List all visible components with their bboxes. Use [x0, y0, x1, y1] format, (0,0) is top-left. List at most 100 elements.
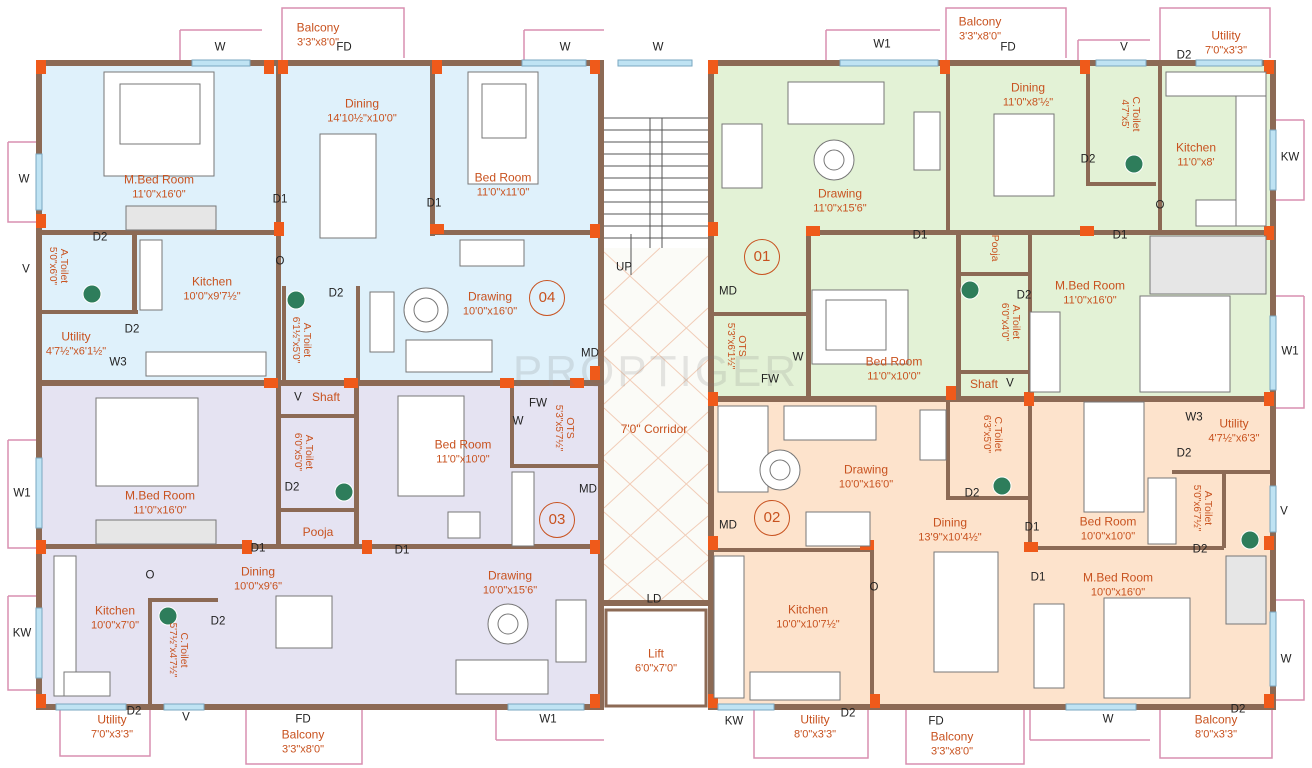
- room-name: Balcony: [930, 729, 974, 744]
- room-dim: 6'0"x5'0": [291, 432, 303, 472]
- room-dim: 10'0"x15'6": [482, 584, 538, 597]
- door-tag: D2: [126, 705, 142, 718]
- room-dim: 10'0"x16'0": [838, 478, 894, 491]
- window-tag: W1: [1281, 345, 1299, 358]
- kitchen-window-tag: KW: [1280, 151, 1300, 164]
- room-name: M.Bed Room: [1082, 570, 1154, 585]
- main-door-tag: MD: [719, 285, 737, 298]
- room-dim: 10'0"x9'7½": [183, 290, 241, 303]
- room-name: A.Toilet: [57, 248, 70, 284]
- unit-01-badge: 01: [744, 239, 780, 275]
- room-label-u01-pooja: Pooja: [989, 234, 1002, 262]
- room-name: Utility: [1211, 28, 1241, 43]
- window-tag: W: [559, 41, 571, 54]
- room-dim: 11'0"x15'6": [813, 202, 867, 215]
- room-name: C.Toilet: [1129, 96, 1142, 132]
- room-dim: 10'0"x10'0": [1080, 530, 1136, 543]
- ventilator-tag: V: [182, 711, 190, 724]
- room-dim: 11'0"x8'½": [1002, 96, 1054, 109]
- door-tag: D2: [1192, 543, 1208, 556]
- door-tag: D2: [124, 323, 140, 336]
- room-label-u03-shaft: Shaft: [311, 390, 341, 405]
- room-name: OTS: [563, 417, 576, 439]
- room-name: Lift: [647, 646, 665, 661]
- room-dim: 5'3"x5'7½": [552, 404, 564, 452]
- unit-02-badge: 02: [754, 500, 790, 536]
- stair-up-tag: UP: [616, 261, 632, 274]
- room-name: Balcony: [296, 20, 340, 35]
- door-tag: D2: [1230, 703, 1246, 716]
- room-name: Kitchen: [1175, 140, 1217, 155]
- kitchen-window-tag: KW: [12, 627, 32, 640]
- window-tag: W: [512, 415, 524, 428]
- room-name: Utility: [61, 329, 91, 344]
- french-door-tag: FD: [1000, 41, 1016, 54]
- window-tag: W: [652, 41, 664, 54]
- room-dim: 10'0"x10'7½": [776, 618, 840, 631]
- room-dim: 14'10½"x10'0": [327, 112, 397, 125]
- french-door-tag: FD: [928, 715, 944, 728]
- room-name: Dining: [344, 96, 380, 111]
- watermark: PROPTIGER: [512, 347, 800, 396]
- room-dim: 11'0"x16'0": [1063, 294, 1117, 307]
- corridor-label: 7'0" Corridor: [620, 422, 688, 437]
- door-tag: D2: [328, 287, 344, 300]
- door-tag: D2: [284, 481, 300, 494]
- door-tag: D2: [1176, 447, 1192, 460]
- door-tag: D2: [840, 707, 856, 720]
- door-tag: D1: [1030, 571, 1046, 584]
- door-tag: D1: [250, 542, 266, 555]
- opening-tag: O: [1155, 199, 1165, 212]
- corridor-hatch: [603, 247, 709, 605]
- window-tag: W3: [109, 356, 127, 369]
- room-dim: 8'0"x3'3": [794, 728, 836, 741]
- door-tag: D2: [964, 487, 980, 500]
- room-name: Kitchen: [191, 274, 233, 289]
- room-dim: 3'3"x8'0": [297, 36, 339, 49]
- main-door-tag: MD: [579, 483, 597, 496]
- window-tag: W: [792, 351, 804, 364]
- room-name: Drawing: [843, 462, 888, 477]
- room-dim: 4'7½"x6'3": [1208, 432, 1260, 445]
- room-dim: 8'0"x3'3": [1195, 728, 1237, 741]
- room-name: Drawing: [817, 186, 862, 201]
- room-dim: 3'3"x8'0": [282, 743, 324, 756]
- room-dim: 7'0"x3'3": [91, 728, 133, 741]
- room-dim: 11'0"x16'0": [132, 188, 186, 201]
- room-name: Bed Room: [865, 354, 923, 369]
- room-dim: 11'0"x10'0": [436, 453, 490, 466]
- door-tag: D2: [1176, 49, 1192, 62]
- furniture: [53, 71, 1267, 701]
- room-dim: 10'0"x9'6": [233, 580, 283, 593]
- door-tag: D1: [272, 193, 288, 206]
- opening-tag: O: [145, 569, 155, 582]
- window-tag: W: [214, 41, 226, 54]
- window-tag: W1: [539, 713, 557, 726]
- window-tag: W3: [1185, 411, 1203, 424]
- french-door-tag: FD: [336, 41, 352, 54]
- unit-03-badge: 03: [539, 502, 575, 538]
- column-markers: [36, 60, 1274, 708]
- unit-04-badge: 04: [529, 280, 565, 316]
- room-name: Dining: [240, 564, 276, 579]
